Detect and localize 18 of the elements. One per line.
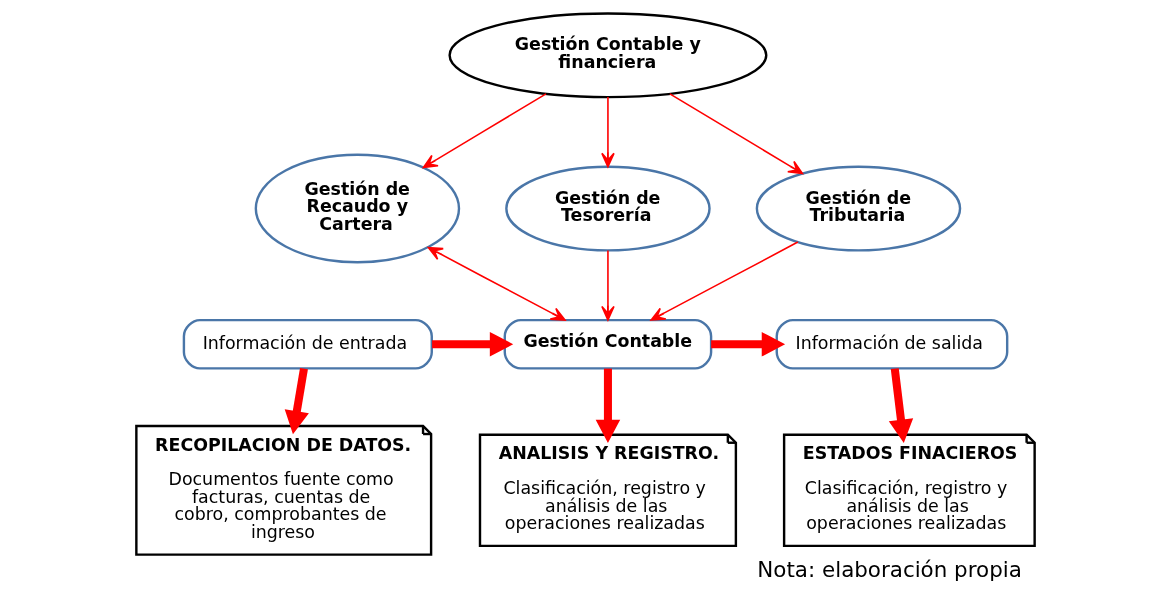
node-ellipse: Gestión de Tributaria: [755, 165, 961, 252]
node-box: Información de entrada: [182, 318, 433, 370]
arrow: [668, 93, 803, 175]
node-box: Información de salida: [775, 318, 1008, 370]
arrow: [431, 332, 513, 357]
node-ellipse: Gestión de Tesorería: [504, 165, 711, 252]
arrow: [422, 93, 547, 169]
caption: Nota: elaboración propia: [756, 557, 1022, 583]
arrow: [649, 241, 799, 321]
arrow: [284, 367, 309, 435]
arrow: [600, 249, 615, 321]
arrow: [427, 246, 566, 321]
node-box: Gestión Contable: [503, 318, 712, 370]
node-ellipse: Gestión Contable y financiera: [447, 12, 767, 99]
arrow: [888, 368, 913, 443]
arrow: [710, 332, 785, 357]
arrow: [600, 96, 615, 168]
arrow: [595, 368, 620, 444]
